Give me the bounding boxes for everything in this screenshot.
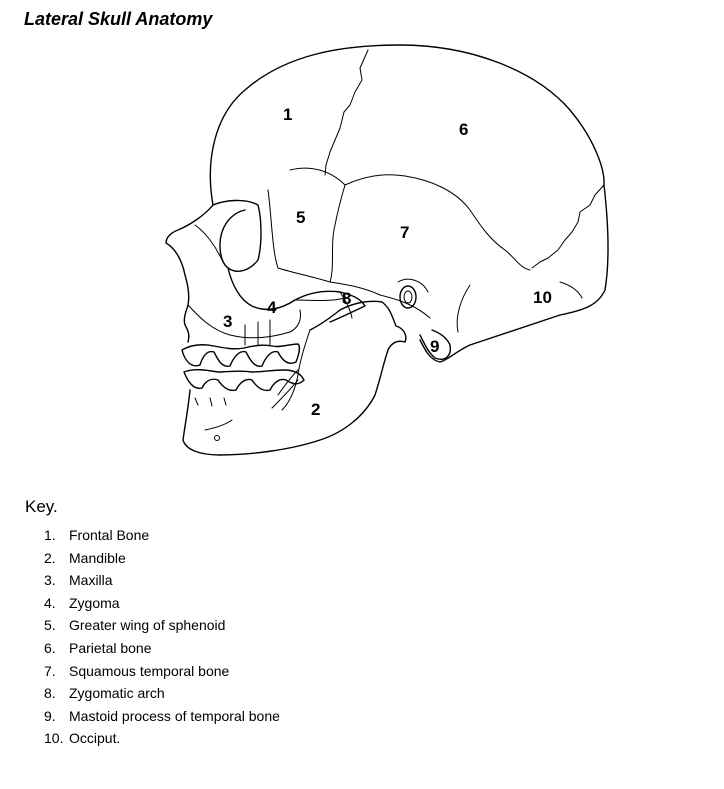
sphenoid-outline — [267, 184, 346, 283]
key-text: Mandible — [69, 549, 126, 566]
key-number: 10. — [44, 730, 64, 747]
key-item: 10. Occiput. — [44, 730, 280, 753]
diagram-title: Lateral Skull Anatomy — [24, 9, 213, 29]
key-item: 7. Squamous temporal bone — [44, 663, 280, 686]
ear-canal-inner — [403, 290, 413, 304]
key-number: 7. — [44, 662, 56, 679]
key-number: 2. — [44, 549, 56, 566]
lambdoid-suture — [531, 184, 605, 269]
mental-ridge — [194, 397, 227, 407]
key-number: 1. — [44, 527, 56, 543]
ear-canal — [399, 285, 417, 309]
key-heading: Key. — [25, 497, 58, 516]
key-item: 3. Maxilla — [44, 572, 280, 595]
occipital-curve — [456, 284, 471, 333]
maxilla-outline — [187, 304, 301, 339]
key-item: 2. Mandible — [44, 550, 280, 573]
label-5: 5 — [296, 208, 305, 227]
key-list: 1. Frontal Bone 2. Mandible 3. Maxilla 4. Zy… — [44, 527, 280, 753]
key-text: Mastoid process of temporal bone — [69, 707, 280, 724]
coronal-suture — [324, 49, 369, 176]
squamosal-suture — [289, 167, 531, 271]
key-item: 8. Zygomatic arch — [44, 685, 280, 708]
mental-foramen — [214, 435, 220, 441]
label-7: 7 — [400, 223, 409, 242]
key-number: 5. — [44, 617, 56, 634]
key-text: Maxilla — [69, 572, 113, 589]
maxilla-ridges — [244, 319, 271, 346]
label-8: 8 — [342, 289, 351, 308]
label-2: 2 — [311, 400, 320, 419]
key-number: 4. — [44, 594, 56, 611]
label-4: 4 — [267, 298, 277, 317]
orbit-outline — [212, 199, 262, 272]
occipital-line — [559, 281, 583, 299]
key-text: Squamous temporal bone — [69, 662, 230, 679]
cranium-outline — [209, 44, 609, 363]
label-6: 6 — [459, 120, 468, 139]
temporal-lower-edge — [329, 281, 431, 319]
key-number: 8. — [44, 685, 56, 702]
key-text: Zygomatic arch — [69, 685, 165, 702]
key-text: Parietal bone — [69, 639, 152, 656]
key-item: 1. Frontal Bone — [44, 527, 280, 550]
nasal-bone — [194, 224, 223, 261]
key-text: Frontal Bone — [69, 527, 150, 543]
key-item: 9. Mastoid process of temporal bone — [44, 708, 280, 731]
key-number: 9. — [44, 707, 56, 724]
label-1: 1 — [283, 105, 292, 124]
label-3: 3 — [223, 312, 232, 331]
ear-ridge — [397, 278, 429, 293]
key-number: 6. — [44, 639, 56, 656]
upper-teeth — [181, 343, 301, 367]
key-item: 5. Greater wing of sphenoid — [44, 617, 280, 640]
key-text: Zygoma — [69, 594, 120, 611]
zygomatic-arch — [294, 291, 353, 319]
label-9: 9 — [430, 337, 439, 356]
lower-teeth — [183, 369, 305, 392]
chin-line — [204, 419, 233, 431]
key-item: 4. Zygoma — [44, 595, 280, 618]
mandible-ridge — [271, 369, 299, 409]
key-item: 6. Parietal bone — [44, 640, 280, 663]
key-text: Greater wing of sphenoid — [69, 617, 226, 634]
key-text: Occiput. — [69, 730, 121, 747]
face-profile — [165, 204, 214, 343]
mastoid-process — [419, 329, 452, 360]
mandible-ramus — [281, 329, 311, 411]
label-10: 10 — [533, 288, 552, 307]
skull-diagram: 1 2 3 4 5 6 7 8 9 10 — [165, 44, 609, 456]
key-number: 3. — [44, 572, 56, 589]
zygoma-outline — [227, 267, 366, 323]
mandible-outline — [182, 300, 407, 456]
